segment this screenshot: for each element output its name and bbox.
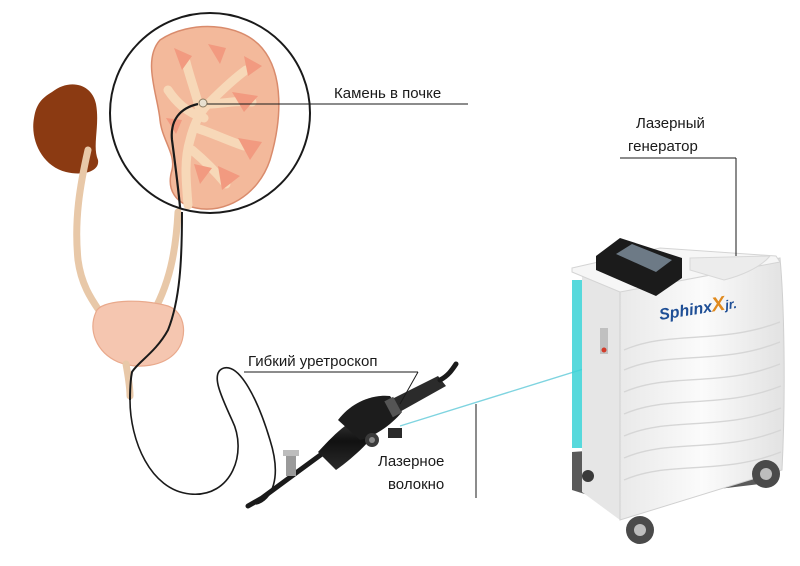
device-screen bbox=[616, 244, 672, 272]
left-ureter bbox=[73, 146, 108, 322]
device-indicator bbox=[601, 347, 607, 353]
left-kidney bbox=[33, 84, 99, 174]
scope-shaft bbox=[245, 445, 333, 509]
scope-port bbox=[283, 450, 299, 476]
kidney-stone-icon bbox=[198, 98, 208, 108]
device-brand-suffix: jr. bbox=[722, 296, 738, 313]
right-ureter bbox=[146, 208, 182, 322]
scope-ring bbox=[384, 396, 402, 418]
device-top-tray bbox=[689, 255, 772, 281]
ureteroscope-leader bbox=[399, 371, 419, 405]
magnified-kidney bbox=[109, 12, 311, 214]
laser-fiber-label-line1: Лазерное bbox=[378, 453, 444, 470]
laser-generator: SphinxXjr. bbox=[571, 238, 785, 544]
scope-rear-cable bbox=[437, 361, 459, 383]
bladder bbox=[92, 300, 185, 367]
scope-cable-body bbox=[129, 211, 183, 401]
scope-in-kidney bbox=[170, 102, 199, 213]
device-fiber-port bbox=[600, 328, 608, 354]
collecting-system bbox=[163, 57, 257, 210]
device-wheels bbox=[582, 460, 780, 544]
flexible-ureteroscope bbox=[245, 361, 459, 509]
renal-pyramids bbox=[166, 44, 262, 190]
device-body-front bbox=[582, 270, 620, 520]
laser-generator-label-line1: Лазерный bbox=[636, 115, 705, 132]
device-control-panel bbox=[596, 238, 682, 296]
ureteroscope-label: Гибкий уретроскоп bbox=[248, 353, 378, 370]
laser-beam bbox=[399, 361, 607, 427]
device-glow-strip bbox=[572, 280, 582, 448]
laser-generator-label-line2: генератор bbox=[628, 138, 698, 155]
scope-cable-loop bbox=[129, 367, 277, 505]
scope-body bbox=[338, 395, 402, 440]
urinary-tract bbox=[33, 84, 185, 400]
kidney-stone-label: Камень в почке bbox=[334, 85, 441, 102]
device-brand-mark: X bbox=[709, 293, 728, 317]
device-wave-pattern bbox=[623, 321, 782, 481]
laser-fiber-label-line2: волокно bbox=[388, 476, 444, 493]
scope-valve bbox=[365, 428, 402, 447]
scope-eyepiece bbox=[386, 376, 446, 414]
device-body-side bbox=[619, 257, 785, 521]
